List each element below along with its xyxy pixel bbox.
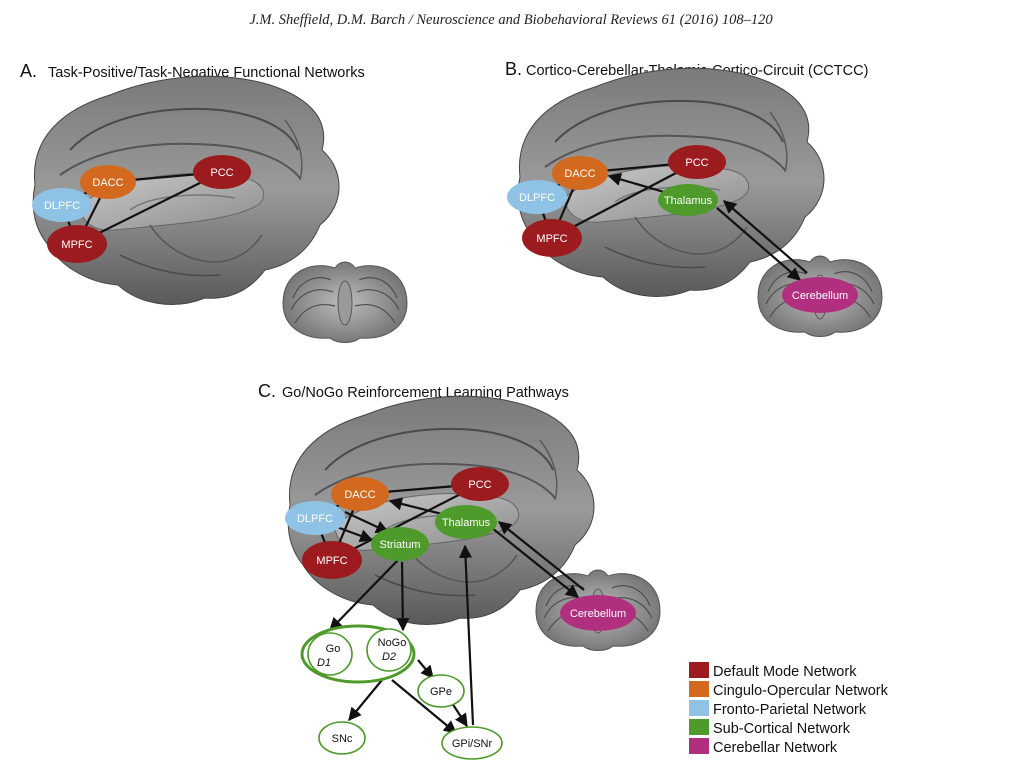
panel-b-node-dacc: DACC [552,156,608,190]
svg-text:DLPFC: DLPFC [519,192,555,204]
legend-item-sub-cortical: Sub-Cortical Network [689,719,851,737]
legend-item-cingulo-opercular: Cingulo-Opercular Network [689,681,889,699]
svg-text:GPi/SNr: GPi/SNr [452,738,493,750]
panel-b-letter: B. [505,59,522,79]
svg-text:PCC: PCC [468,479,491,491]
panel-b-node-pcc: PCC [668,145,726,179]
svg-text:Fronto-Parietal Network: Fronto-Parietal Network [713,702,867,718]
d1-label: D1 [317,657,331,669]
panel-c: C. Go/NoGo Reinforcement Learning Pathwa… [258,381,661,760]
panel-c-go-nogo-group: Go D1 NoGo D2 [300,624,416,684]
svg-text:Thalamus: Thalamus [664,195,713,207]
panel-a: A. Task-Positive/Task-Negative Functiona… [20,61,408,344]
svg-text:DACC: DACC [92,177,123,189]
panel-c-node-gpi-snr: GPi/SNr [441,726,503,760]
legend-item-fronto-parietal: Fronto-Parietal Network [689,700,867,718]
legend: Default Mode Network Cingulo-Opercular N… [689,662,889,756]
panel-c-node-dacc: DACC [331,477,389,511]
svg-text:SNc: SNc [332,733,353,745]
journal-header: J.M. Sheffield, D.M. Barch / Neuroscienc… [249,12,773,28]
panel-a-cerebellum-image [282,261,408,344]
panel-b-node-cerebellum: Cerebellum [782,277,858,313]
svg-text:Striatum: Striatum [380,539,421,551]
legend-item-cerebellar: Cerebellar Network [689,738,838,756]
go-label: Go [326,643,341,655]
panel-c-node-pcc: PCC [451,467,509,501]
svg-text:PCC: PCC [685,157,708,169]
panel-a-node-pcc: PCC [193,155,251,189]
panel-c-node-snc: SNc [318,721,366,755]
panel-c-letter: C. [258,381,276,401]
svg-text:MPFC: MPFC [536,233,567,245]
panel-c-node-cerebellum: Cerebellum [560,595,636,631]
panel-c-node-gpe: GPe [417,674,465,708]
svg-text:Default Mode Network: Default Mode Network [713,664,857,680]
panel-a-node-dlpfc: DLPFC [32,188,92,222]
nogo-label: NoGo [378,637,407,649]
panel-b-node-thalamus: Thalamus [658,184,718,216]
d2-label: D2 [382,651,396,663]
panel-c-node-mpfc: MPFC [302,541,362,579]
svg-text:DACC: DACC [564,168,595,180]
panel-b-node-dlpfc: DLPFC [507,180,567,214]
legend-item-default-mode: Default Mode Network [689,662,857,680]
svg-text:Cingulo-Opercular Network: Cingulo-Opercular Network [713,683,889,699]
panel-a-node-dacc: DACC [80,165,136,199]
svg-text:GPe: GPe [430,686,452,698]
svg-text:MPFC: MPFC [61,239,92,251]
panel-c-node-striatum: Striatum [371,527,429,561]
svg-text:Sub-Cortical Network: Sub-Cortical Network [713,721,851,737]
panel-b: B. Cortico-Cerebellar-Thalamic-Cortico-C… [505,59,883,338]
panel-c-title: Go/NoGo Reinforcement Learning Pathways [282,385,569,401]
svg-text:Cerebellum: Cerebellum [792,290,848,302]
panel-a-title: Task-Positive/Task-Negative Functional N… [48,65,365,81]
panel-b-node-mpfc: MPFC [522,219,582,257]
svg-text:MPFC: MPFC [316,555,347,567]
svg-text:DACC: DACC [344,489,375,501]
svg-text:Thalamus: Thalamus [442,517,491,529]
svg-text:DLPFC: DLPFC [44,200,80,212]
svg-text:DLPFC: DLPFC [297,513,333,525]
panel-a-node-mpfc: MPFC [47,225,107,263]
svg-text:Cerebellar Network: Cerebellar Network [713,740,838,756]
panel-c-node-thalamus: Thalamus [435,505,497,539]
panel-c-node-dlpfc: DLPFC [285,501,345,535]
svg-text:Cerebellum: Cerebellum [570,608,626,620]
svg-text:PCC: PCC [210,167,233,179]
panel-a-letter: A. [20,61,37,81]
